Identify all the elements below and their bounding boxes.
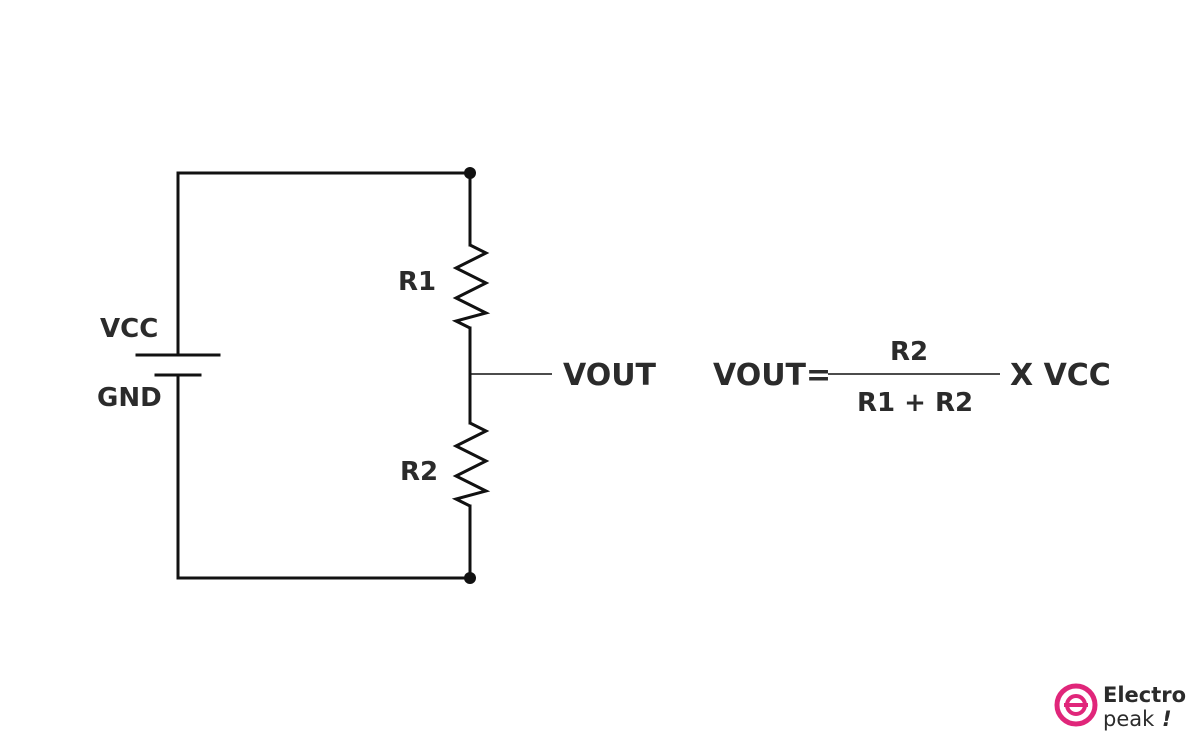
formula-denominator: R1 + R2 (857, 388, 973, 418)
resistor-r1 (451, 243, 491, 330)
label-gnd: GND (97, 383, 162, 413)
brand-logo: Electro peak ! (1054, 683, 1186, 731)
brand-name-line1: Electro (1103, 683, 1186, 707)
node-top (464, 167, 476, 179)
label-vout: VOUT (563, 358, 657, 393)
label-r1: R1 (398, 267, 436, 297)
brand-name-line2: peak (1103, 707, 1155, 731)
voltage-formula: VOUT= R2 R1 + R2 X VCC (713, 337, 1111, 418)
formula-numerator: R2 (890, 337, 928, 367)
circuit-wires (176, 171, 552, 580)
node-bottom (464, 572, 476, 584)
brand-name-mark: ! (1162, 707, 1172, 731)
label-vcc: VCC (100, 314, 158, 344)
battery-symbol (135, 353, 221, 377)
brand-logo-icon (1054, 683, 1098, 727)
formula-lhs: VOUT= (713, 358, 831, 393)
label-r2: R2 (400, 457, 438, 487)
resistor-r2 (451, 421, 491, 508)
formula-rhs: X VCC (1010, 358, 1111, 393)
